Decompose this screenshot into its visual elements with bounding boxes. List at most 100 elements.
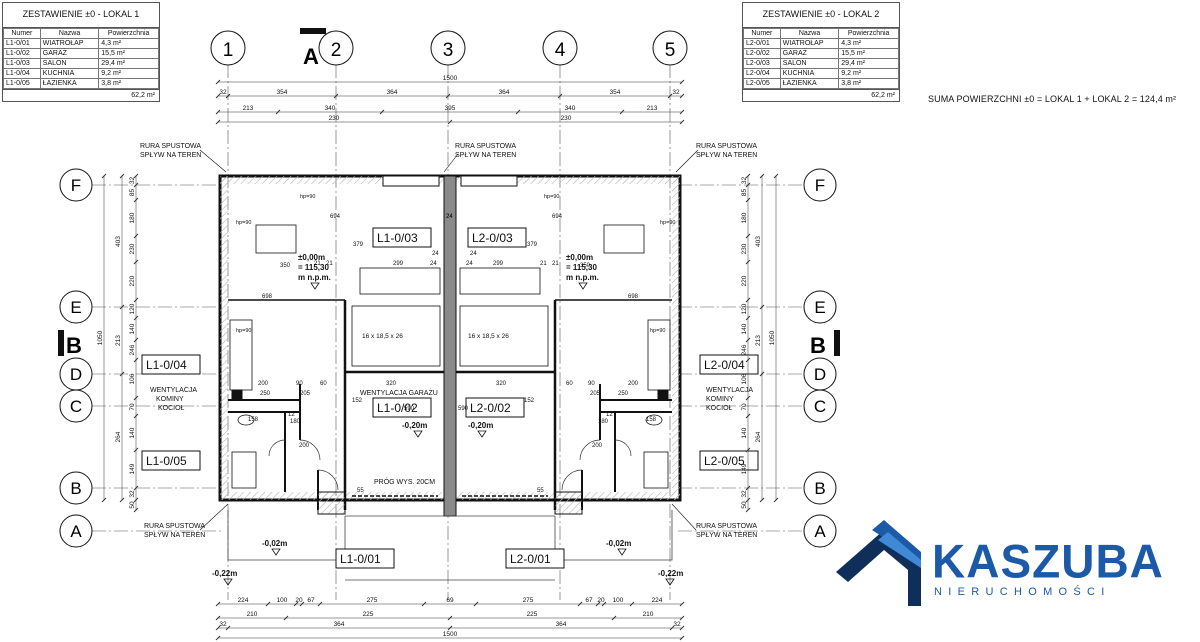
dim-right-fine-tick — [745, 233, 751, 239]
party-wall — [443, 175, 457, 517]
room-tag-box — [141, 450, 201, 471]
cell-number: L1-0/02 — [3, 48, 41, 59]
level-marker — [665, 578, 675, 586]
dim-right-fine-value: 85 — [741, 189, 748, 197]
section-b-label: B — [66, 333, 82, 358]
dim-bottom-row1-tick — [473, 601, 479, 607]
dim-bottom-row1-value: 100 — [613, 597, 624, 604]
schedule-title: ZESTAWIENIE ±0 - LOKAL 1 — [3, 3, 159, 28]
inner-dimension: 180 — [598, 419, 609, 425]
leader-line — [199, 503, 229, 531]
room-tag-label: L2-0/04 — [704, 358, 745, 372]
dim-bottom-total-tick — [215, 635, 221, 641]
room-tag-label: L1-0/02 — [377, 401, 418, 415]
window-sill-label: hp=90 — [544, 194, 559, 200]
section-a-bar — [300, 28, 326, 34]
dim-left-fine-tick — [133, 413, 139, 419]
room-tag-label: L2-0/01 — [510, 552, 551, 566]
dim-left-fine-value: 106 — [129, 373, 136, 384]
dim-right-fine-tick — [745, 357, 751, 363]
dim-top-row2-tick — [619, 109, 625, 115]
cell-area: 29,4 m² — [98, 58, 159, 69]
cell-name: GARAŻ — [779, 48, 840, 59]
axis-label: E — [814, 298, 825, 317]
dim-left-col-value: 213 — [115, 335, 122, 346]
cell-number: L2-0/04 — [743, 68, 781, 79]
dim-left-fine-value: 32 — [129, 177, 136, 185]
rain-pipe-label: SPŁYW NA TEREN — [140, 152, 201, 159]
chimney-l1 — [231, 389, 243, 401]
dim-left-fine-tick — [133, 447, 139, 453]
door-swings — [268, 439, 632, 491]
header-cell: Nazwa — [39, 28, 100, 39]
cell-area: 29,4 m² — [838, 58, 899, 69]
room-tag-L2-0/01: L2-0/01 — [505, 548, 565, 569]
section-marker-b-right: B — [810, 330, 840, 358]
dim-top-row1-tick — [215, 93, 221, 99]
building-walls — [218, 174, 682, 517]
axis-label: 4 — [555, 40, 566, 61]
dim-right-fine-value: 220 — [741, 275, 748, 286]
dim-left-fine-value: 32 — [129, 490, 136, 498]
dim-bottom-row1-tick — [421, 601, 427, 607]
window-l1 — [382, 175, 440, 187]
dim-bottom-row1-value: 275 — [367, 597, 378, 604]
inner-dimension: 158 — [248, 417, 259, 423]
dim-right-col-tick — [759, 173, 765, 179]
dim-right-total-value: 1050 — [769, 330, 776, 345]
cell-name: KUCHNIA — [39, 68, 100, 79]
axis-bubble-C: C — [803, 389, 837, 423]
dim-top-row1-value: 364 — [499, 89, 510, 96]
axis-circle — [803, 514, 837, 548]
rain-pipe-label: RURA SPUSTOWA — [696, 143, 757, 150]
sofa-l1 — [359, 267, 441, 295]
axis-bubble-E: E — [803, 290, 837, 324]
axis-label: F — [815, 176, 825, 195]
section-marker-b-left: B — [58, 330, 82, 358]
dim-bottom-row1-tick — [679, 601, 685, 607]
room-tag-label: L2-0/02 — [470, 401, 511, 415]
level-label: -0,20m — [468, 421, 493, 430]
inner-dimension: 200 — [592, 443, 603, 449]
level-label: m n.p.m. — [298, 273, 331, 282]
dim-bottom-row3-tick — [679, 625, 685, 631]
dim-left-fine-tick — [133, 315, 139, 321]
axis-circle — [430, 30, 466, 66]
area-summary: SUMA POWIERZCHNI ±0 = LOKAL 1 + LOKAL 2 … — [928, 94, 1177, 104]
dim-left-total-tick — [101, 497, 107, 503]
dim-left-fine-value: 50 — [129, 501, 136, 509]
cell-area: 9,2 m² — [98, 68, 159, 79]
inner-dimension: 60 — [320, 381, 327, 387]
cell-number: L2-0/01 — [743, 38, 781, 49]
dim-bottom-row1-value: 224 — [652, 597, 663, 604]
window-sill-label: hp=90 — [236, 220, 251, 226]
dim-top-row2-tick — [679, 109, 685, 115]
inner-dimension: 152 — [524, 398, 535, 404]
section-b-bar — [58, 330, 64, 356]
cell-name: ŁAZIENKA — [779, 78, 840, 89]
level-label: -0,02m — [262, 539, 287, 548]
boiler-label: KOCIOŁ — [706, 405, 733, 412]
dim-left-fine-tick — [133, 173, 139, 179]
dim-left-fine-tick — [133, 507, 139, 513]
inner-dimension: 21 — [314, 261, 321, 267]
dim-bottom-row1-value: 20 — [597, 597, 605, 604]
dim-bottom-row2-value: 210 — [643, 611, 654, 618]
dim-top-total-tick — [215, 79, 221, 85]
dim-top-row3-tick — [447, 119, 453, 125]
room-tag-L2-0/02: L2-0/02 — [465, 397, 525, 418]
header-cell: Numer — [3, 28, 41, 39]
inner-dimension: 21 — [552, 261, 559, 267]
axis-label: A — [70, 522, 82, 541]
room-tag-box — [467, 227, 527, 248]
logo-wordmark: KASZUBA — [932, 534, 1164, 588]
dim-right-fine-tick — [745, 173, 751, 179]
dim-left-fine-value: 85 — [129, 189, 136, 197]
cell-name: WIATROŁAP — [779, 38, 840, 49]
terrace-line — [227, 510, 346, 561]
schedule-total: 62,2 m² — [3, 89, 159, 101]
axis-circle — [652, 30, 688, 66]
dim-top-row2-value: 213 — [243, 105, 254, 112]
